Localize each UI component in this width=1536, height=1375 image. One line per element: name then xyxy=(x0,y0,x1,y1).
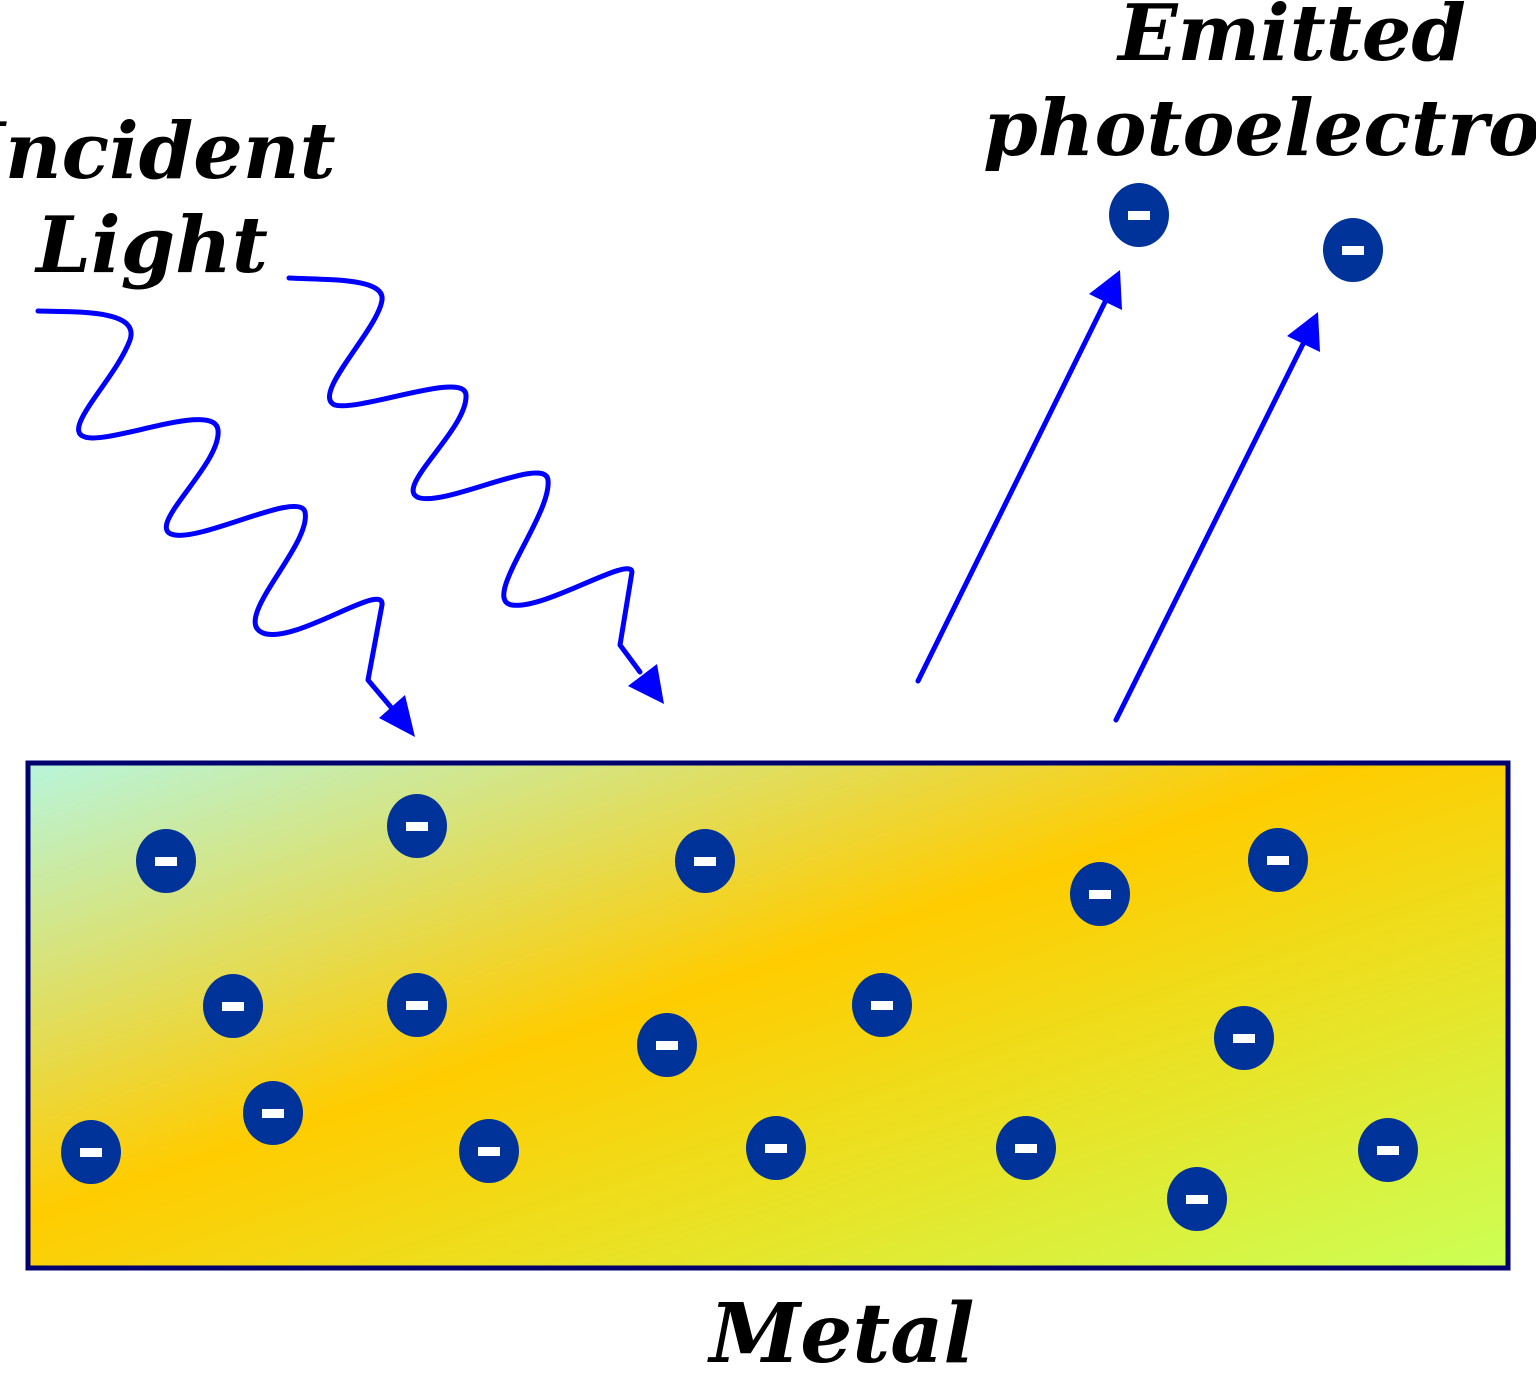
free-electron xyxy=(136,829,196,893)
emission-arrow-2 xyxy=(1113,312,1320,723)
incident-light-label-line2: Light xyxy=(34,200,268,291)
free-electron xyxy=(637,1013,697,1077)
emitted-photoelectron-label-line1: Emitted xyxy=(1116,0,1466,79)
incident-photon-2 xyxy=(286,275,664,704)
free-electron xyxy=(852,973,912,1037)
free-electron xyxy=(746,1116,806,1180)
emission-line-2 xyxy=(1113,337,1308,723)
free-electron xyxy=(1214,1006,1274,1070)
metal-label: Metal xyxy=(706,1286,974,1375)
free-electron xyxy=(675,829,735,893)
incident-photon-1 xyxy=(35,308,415,737)
incident-light-label-line1: Incident xyxy=(0,106,336,197)
emitted-photoelectron-label-line2: photoelectron xyxy=(983,83,1536,174)
free-electron xyxy=(1070,862,1130,926)
free-electron xyxy=(1167,1167,1227,1231)
free-electron xyxy=(996,1116,1056,1180)
emission-arrowhead-1 xyxy=(1089,270,1122,310)
metal-electrons xyxy=(61,794,1418,1231)
incident-wave-2 xyxy=(286,275,643,675)
free-electron xyxy=(1248,828,1308,892)
incident-arrowhead-2 xyxy=(628,664,664,704)
emission-line-1 xyxy=(915,297,1109,684)
emitted-electron xyxy=(1109,183,1169,247)
incident-wave-1 xyxy=(35,308,398,715)
incident-arrowhead-1 xyxy=(379,695,415,737)
free-electron xyxy=(459,1119,519,1183)
free-electron xyxy=(61,1120,121,1184)
free-electron xyxy=(243,1081,303,1145)
free-electron xyxy=(1358,1118,1418,1182)
emitted-electron xyxy=(1323,218,1383,282)
free-electron xyxy=(203,974,263,1038)
free-electron xyxy=(387,794,447,858)
emission-arrowhead-2 xyxy=(1287,312,1320,352)
emission-arrow-1 xyxy=(915,270,1122,684)
free-electron xyxy=(387,973,447,1037)
